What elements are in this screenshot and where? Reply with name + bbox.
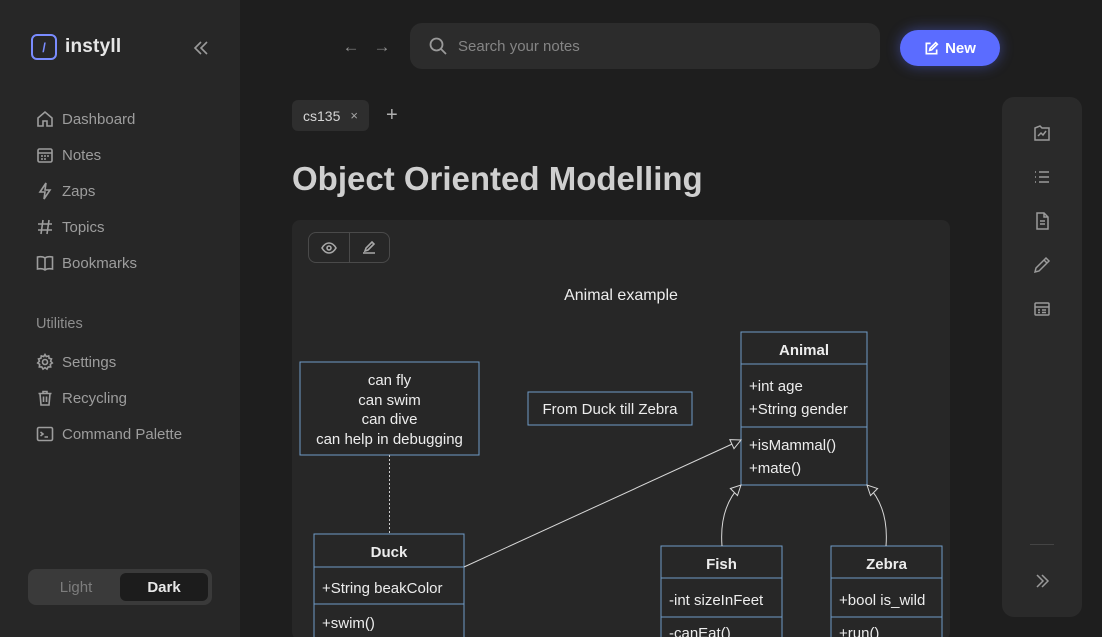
eye-icon xyxy=(320,241,337,254)
sidebar-item-dashboard[interactable]: Dashboard xyxy=(36,101,137,137)
sidebar-item-label: Recycling xyxy=(62,389,128,407)
inheritance-arrow-zebra xyxy=(867,485,887,547)
sidebar-item-label: Topics xyxy=(62,218,105,236)
class-attribute: +String beakColor xyxy=(322,580,442,597)
sidebar-item-zaps[interactable]: Zaps xyxy=(36,173,137,209)
sidebar-item-label: Dashboard xyxy=(62,110,136,128)
expand-panel-icon[interactable] xyxy=(1032,571,1052,591)
label-box xyxy=(527,391,693,426)
sidebar-item-topics[interactable]: Topics xyxy=(36,209,137,245)
sidebar-item-recycling[interactable]: Recycling xyxy=(36,380,182,416)
gear-icon xyxy=(36,353,54,371)
inheritance-arrow-duck xyxy=(463,440,741,568)
uml-diagram: Animal example can fly can swim can dive… xyxy=(299,287,943,637)
tab-cs135[interactable]: cs135 × xyxy=(292,100,369,131)
new-note-label: New xyxy=(945,39,976,57)
edit-mode-button[interactable] xyxy=(348,233,390,262)
sidebar-item-label: Settings xyxy=(62,353,117,371)
sidebar-item-label: Command Palette xyxy=(62,425,183,443)
class-method: +run() xyxy=(839,625,879,637)
class-method: +mate() xyxy=(749,460,801,477)
class-name: Zebra xyxy=(866,556,908,573)
sidebar-item-label: Notes xyxy=(62,146,102,164)
utilities-nav: Settings Recycling Command Palette xyxy=(36,344,182,452)
terminal-icon xyxy=(36,426,54,442)
app-name: instyll xyxy=(65,36,122,57)
forward-button[interactable]: → xyxy=(373,37,391,56)
sidebar-item-notes[interactable]: Notes xyxy=(36,137,137,173)
class-duck: Duck +String beakColor +swim() xyxy=(313,533,465,637)
edit-icon xyxy=(925,40,939,54)
note-content: Animal example can fly can swim can dive… xyxy=(292,220,950,637)
search-icon xyxy=(429,37,447,55)
page-title: Object Oriented Modelling xyxy=(292,160,703,197)
search-input[interactable] xyxy=(458,37,838,55)
class-fish: Fish -int sizeInFeet -canEat() xyxy=(660,545,783,637)
note-line: can swim xyxy=(358,392,421,409)
class-attribute: +int age xyxy=(749,378,803,395)
theme-light-option[interactable]: Light xyxy=(59,578,93,596)
collapse-sidebar-icon[interactable] xyxy=(190,37,212,59)
inheritance-arrow-fish xyxy=(721,485,741,547)
theme-dark-option[interactable]: Dark xyxy=(120,573,208,601)
book-icon xyxy=(36,255,54,271)
add-tab-button[interactable]: + xyxy=(386,104,398,126)
calendar-icon xyxy=(37,148,53,163)
sidebar-item-label: Zaps xyxy=(62,182,96,200)
class-attribute: -int sizeInFeet xyxy=(669,592,764,609)
view-mode-toggle xyxy=(308,232,390,263)
main-nav: Dashboard Notes Zaps Topics Bookmarks xyxy=(36,101,137,281)
note-line: can fly xyxy=(368,372,412,389)
theme-toggle: Light Dark xyxy=(28,569,212,605)
sidebar-item-command-palette[interactable]: Command Palette xyxy=(36,416,182,452)
note-line: can dive xyxy=(362,411,418,428)
search-bar xyxy=(410,23,880,69)
class-zebra: Zebra +bool is_wild +run() xyxy=(830,545,943,637)
class-method: +isMammal() xyxy=(749,437,836,454)
folder-chart-icon[interactable] xyxy=(1032,123,1052,143)
class-method: -canEat() xyxy=(669,625,731,637)
app-logo[interactable]: / instyll xyxy=(31,34,121,60)
label-box-text: From Duck till Zebra xyxy=(542,401,678,418)
class-animal: Animal +int age +String gender +isMammal… xyxy=(740,331,868,486)
sidebar-item-bookmarks[interactable]: Bookmarks xyxy=(36,245,137,281)
tab-label: cs135 xyxy=(303,107,341,124)
class-name: Duck xyxy=(371,544,408,561)
pen-sign-icon xyxy=(363,240,376,254)
trash-icon xyxy=(38,390,52,406)
class-name: Fish xyxy=(706,556,737,573)
sidebar-item-settings[interactable]: Settings xyxy=(36,344,182,380)
table-icon[interactable] xyxy=(1032,299,1052,319)
class-attribute: +String gender xyxy=(749,401,848,418)
note-line: can help in debugging xyxy=(316,431,463,448)
class-attribute: +bool is_wild xyxy=(839,592,925,609)
sidebar-item-label: Bookmarks xyxy=(62,254,138,272)
bolt-icon xyxy=(38,182,52,200)
preview-mode-button[interactable] xyxy=(309,233,349,262)
sidebar: / instyll Dashboard Notes Zaps Topics Bo… xyxy=(0,0,240,637)
diagram-title: Animal example xyxy=(564,287,678,304)
logo-icon: / xyxy=(31,34,57,60)
right-toolbar xyxy=(1002,97,1082,617)
document-icon[interactable] xyxy=(1032,211,1052,231)
home-icon xyxy=(37,110,53,127)
new-note-button[interactable]: New xyxy=(900,30,1000,66)
list-icon[interactable] xyxy=(1032,167,1052,187)
class-method: +swim() xyxy=(322,615,375,632)
close-tab-icon[interactable]: × xyxy=(350,108,358,123)
back-button[interactable]: ← xyxy=(342,37,360,56)
toolbar-divider xyxy=(1030,544,1054,545)
utilities-heading: Utilities xyxy=(36,316,83,332)
hash-icon xyxy=(38,219,52,235)
class-name: Animal xyxy=(779,342,829,359)
pencil-icon[interactable] xyxy=(1032,255,1052,275)
